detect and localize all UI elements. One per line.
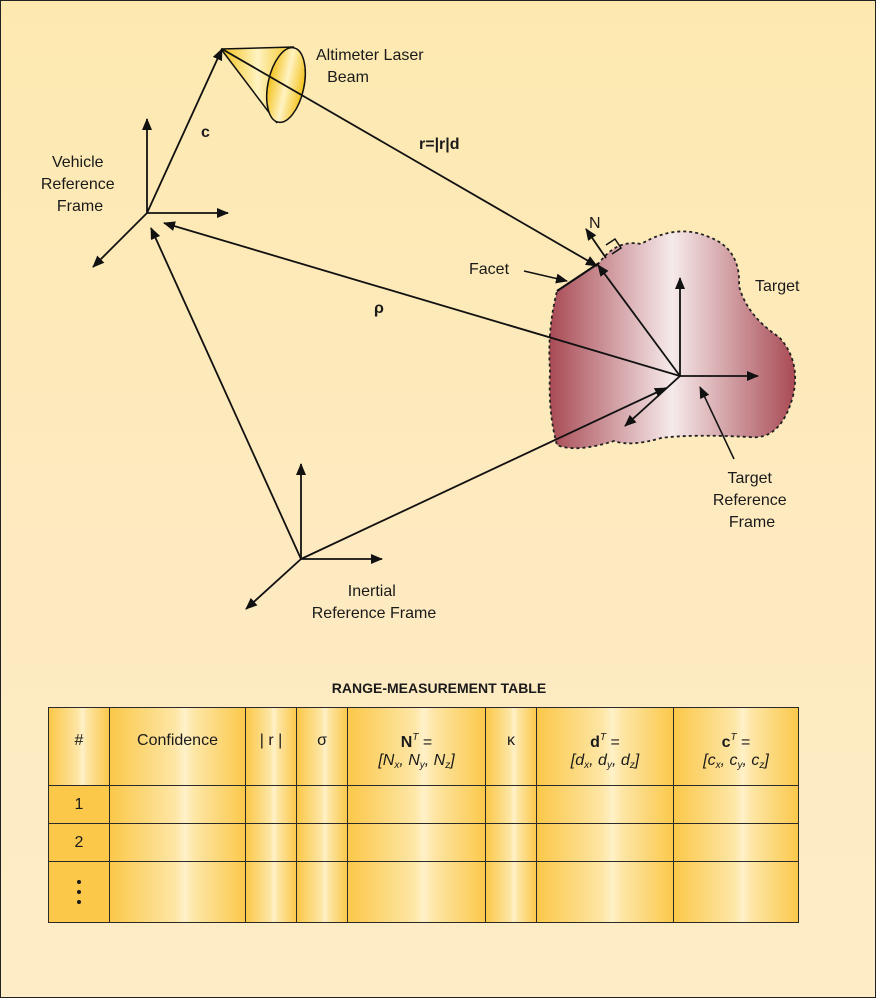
target-body <box>548 230 796 450</box>
header-kappa: κ <box>485 707 537 786</box>
range-equation-label: r=|r|d <box>419 136 460 153</box>
target-frame-axes <box>597 264 759 427</box>
vehicle-frame-label: Vehicle Reference Frame <box>41 154 119 215</box>
target-frame-pointer <box>699 386 735 460</box>
table-title: RANGE-MEASUREMENT TABLE <box>331 680 547 696</box>
inertial-frame-label: Inertial Reference Frame <box>312 583 437 622</box>
target-label: Target <box>755 278 800 295</box>
inertial-to-target-vector <box>300 387 667 560</box>
table-row <box>48 861 799 923</box>
inertial-to-vehicle-vector <box>150 227 302 560</box>
target-frame-label: Target Reference Frame <box>713 470 791 531</box>
geometry-diagram: Altimeter Laser Beam c r=|r|d Vehicle Re… <box>41 46 800 622</box>
table-row: 1 <box>48 785 799 824</box>
n-label: N <box>589 215 601 232</box>
right-angle-mark <box>605 237 623 255</box>
facet-edge <box>556 262 600 292</box>
row-continuation <box>48 861 110 923</box>
header-confidence: Confidence <box>109 707 246 786</box>
header-direction-vector: dT = [dx, dy, dz] <box>536 707 674 786</box>
header-normal-vector: NT = [Nx, Ny, Nz] <box>347 707 486 786</box>
altimeter-label: Altimeter Laser Beam <box>316 47 428 86</box>
header-number: # <box>48 707 110 786</box>
c-vector <box>146 48 223 214</box>
table-row: 2 <box>48 823 799 862</box>
r-vector <box>221 48 598 267</box>
rho-vector <box>163 221 681 377</box>
vertical-ellipsis-icon <box>49 880 109 904</box>
rho-label: ρ <box>374 300 384 317</box>
header-sigma: σ <box>296 707 348 786</box>
row-number: 2 <box>48 823 110 862</box>
facet-pointer <box>523 270 568 284</box>
vehicle-frame-axes <box>92 118 229 268</box>
table-header-row: # Confidence | r | σ NT = [Nx, Ny, Nz] κ… <box>48 707 799 786</box>
header-range-magnitude: | r | <box>245 707 297 786</box>
inertial-frame-axes <box>245 463 383 610</box>
row-number: 1 <box>48 785 110 824</box>
c-label: c <box>201 124 210 141</box>
facet-label: Facet <box>469 261 510 278</box>
header-c-vector: cT = [cx, cy, cz] <box>673 707 799 786</box>
normal-vector <box>585 228 607 259</box>
range-measurement-table: # Confidence | r | σ NT = [Nx, Ny, Nz] κ… <box>48 707 799 923</box>
